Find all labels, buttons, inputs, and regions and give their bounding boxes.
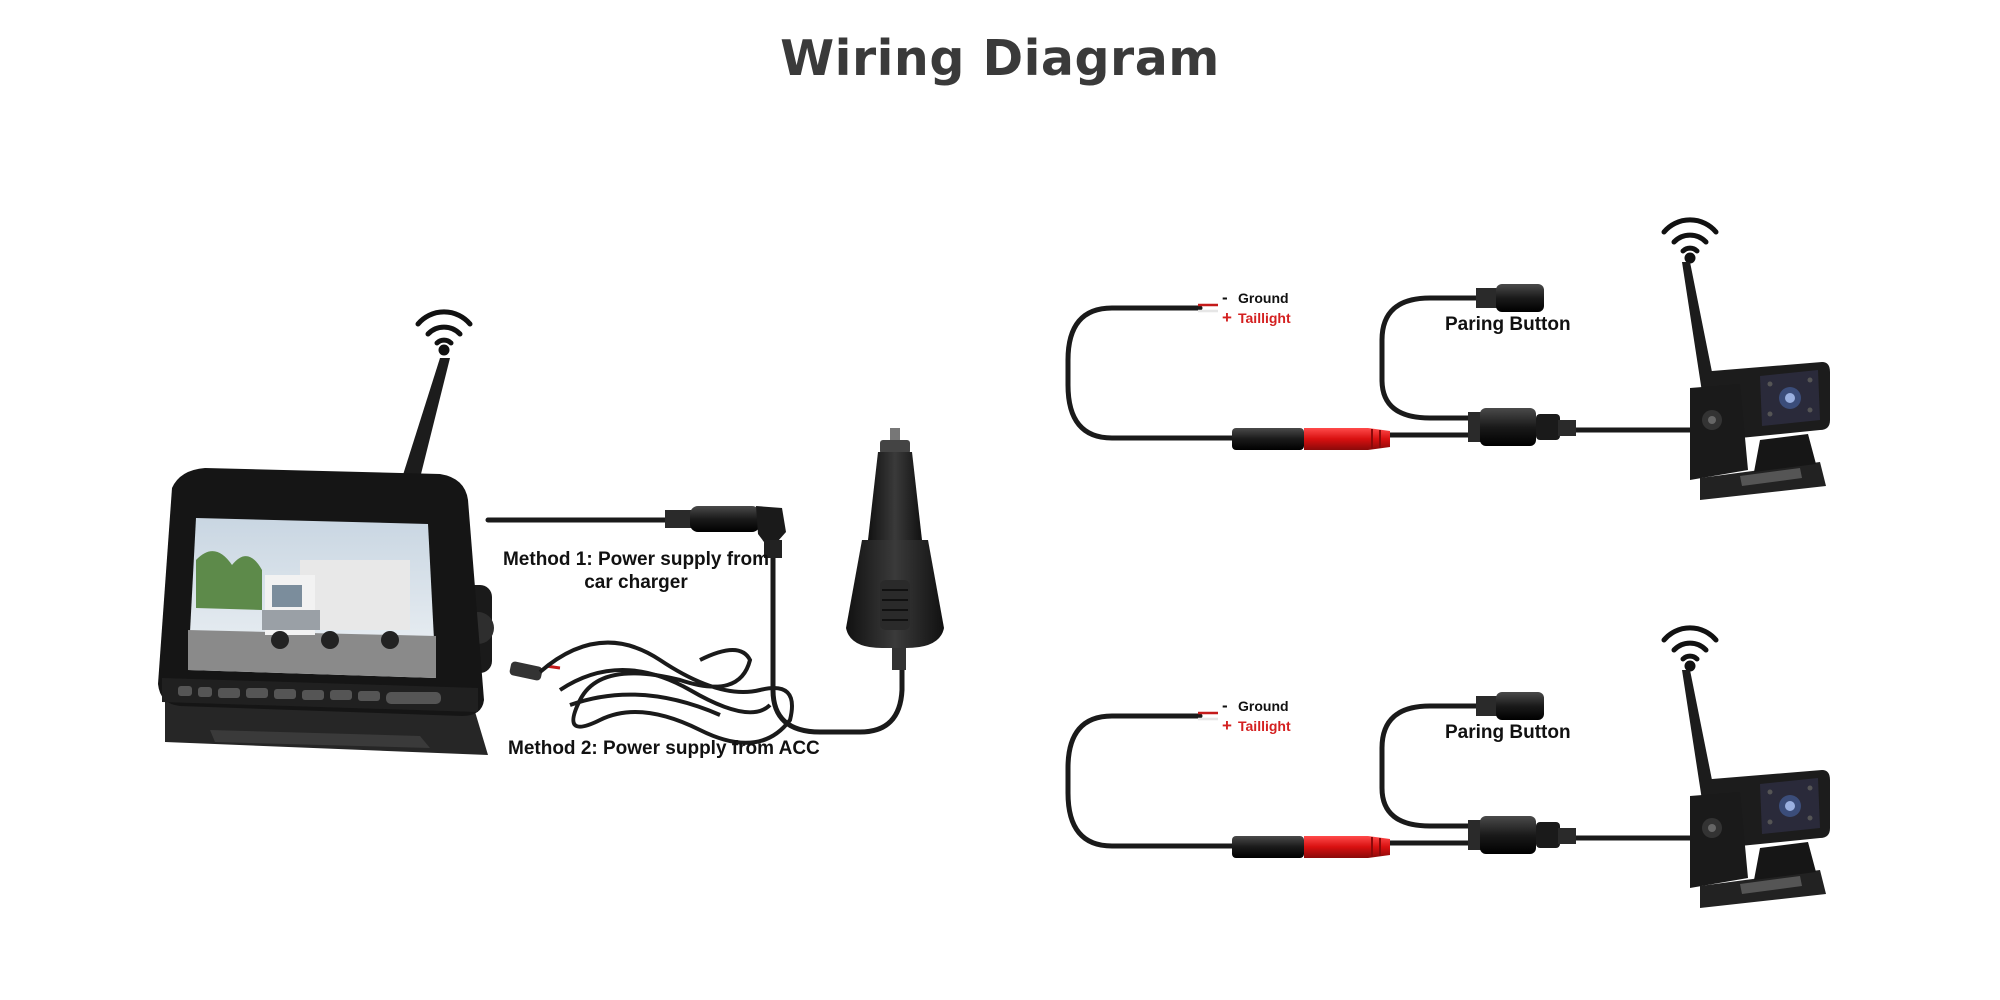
method1-label: Method 1: Power supply from car charger — [462, 548, 810, 594]
taillight-label-2: + Taillight — [1222, 716, 1291, 736]
page-title: Wiring Diagram — [780, 30, 1220, 87]
method1-line2: car charger — [584, 572, 688, 593]
camera-wiring-set-2 — [1068, 628, 1830, 908]
barrel-connector — [665, 506, 786, 558]
method1-line1: Method 1: Power supply from — [502, 549, 770, 570]
ground-label-1: -Ground — [1222, 288, 1289, 308]
monitor — [158, 468, 494, 755]
camera-wifi-icon — [1661, 217, 1719, 264]
taillight-text-1: Taillight — [1238, 310, 1291, 326]
monitor-antenna — [402, 358, 450, 478]
taillight-sign-1: + — [1222, 308, 1232, 327]
ground-sign-1: - — [1222, 288, 1228, 307]
ground-text-2: Ground — [1238, 698, 1289, 714]
paring-button-label-2: Paring Button — [1445, 722, 1571, 743]
taillight-sign-2: + — [1222, 716, 1232, 735]
monitor-wifi-icon — [415, 309, 473, 356]
camera-wiring-set — [1065, 217, 1830, 500]
backup-camera — [1690, 362, 1830, 500]
paring-button-label-1: Paring Button — [1445, 314, 1571, 335]
acc-cable — [509, 640, 794, 745]
ground-text-1: Ground — [1238, 290, 1289, 306]
car-charger — [846, 428, 944, 670]
method2-label: Method 2: Power supply from ACC — [508, 738, 820, 759]
ground-sign-2: - — [1222, 696, 1228, 715]
taillight-label-1: + Taillight — [1222, 308, 1291, 328]
ground-label-2: -Ground — [1222, 696, 1289, 716]
charger-cable — [485, 517, 905, 735]
taillight-text-2: Taillight — [1238, 718, 1291, 734]
